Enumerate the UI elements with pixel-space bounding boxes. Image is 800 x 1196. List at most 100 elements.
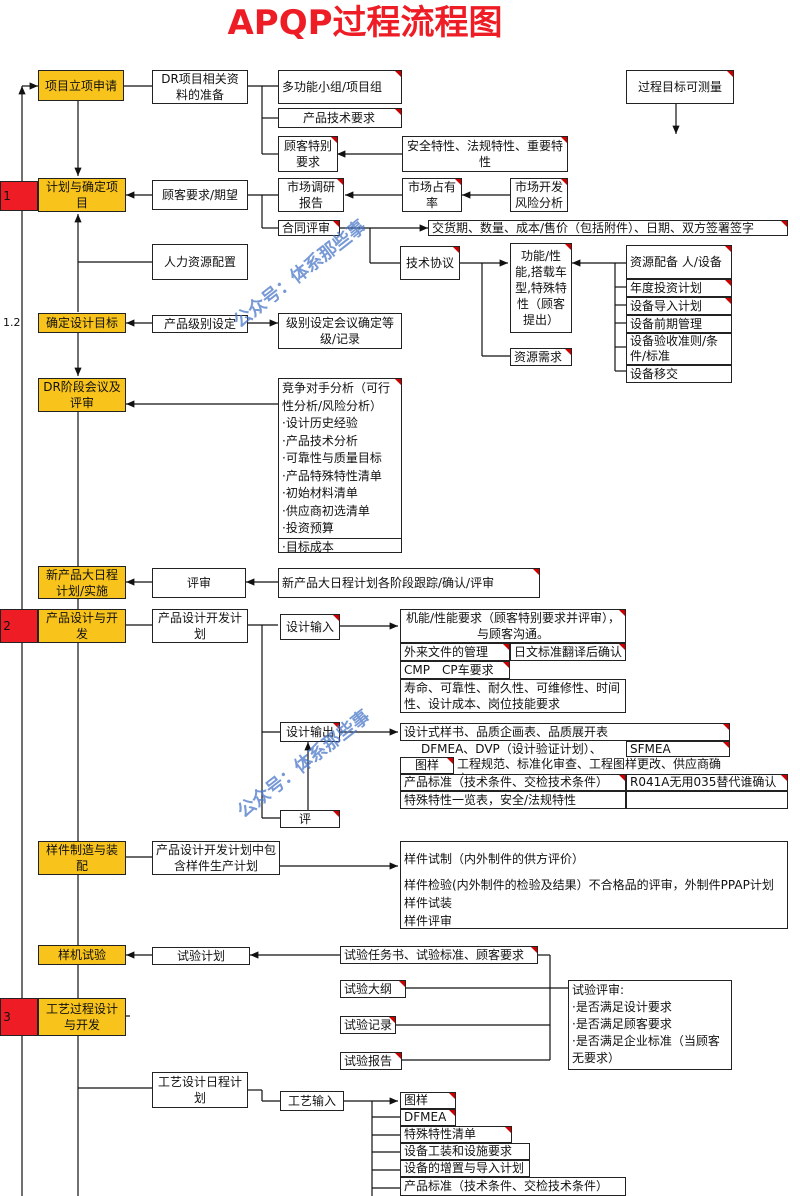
safety-label: 安全特性、法规特性、重要特性 [406,139,563,169]
stage-prototype-test[interactable]: 样机试验 [38,945,126,965]
contract-items-label: 交货期、数量、成本/售价（包括附件）、日期、双方签署签字 [432,221,755,235]
schedule-tracking-box[interactable]: 新产品大日程计划各阶段跟踪/确认/评审 [278,568,540,598]
test-outline-label: 试验大纲 [344,982,393,996]
ext-docs-box[interactable]: 外来文件的管理 [400,643,510,661]
team-label: 多功能小组/项目组 [282,80,383,94]
stage-plan-confirm[interactable]: 计划与确定项目 [38,178,126,212]
design-input-box[interactable]: 设计输入 [280,614,340,640]
equip-item[interactable]: 设备前期管理 [626,315,732,333]
process-item[interactable]: DFMEA [400,1109,456,1126]
customer-special-box[interactable]: 顾客特别要求 [278,136,338,172]
process-item[interactable]: 特殊特性清单 [400,1126,512,1143]
equip-item[interactable]: 设备导入计划 [626,297,732,315]
comment-marker [395,379,401,385]
phase-marker-3: 3 [0,998,38,1036]
equip-item[interactable]: 年度投资计划 [626,279,732,297]
equip-item-label: 设备导入计划 [630,299,703,313]
comment-marker [333,221,339,227]
stage-dr-review[interactable]: DR阶段会议及评审 [38,378,126,412]
contract-items-box[interactable]: 交货期、数量、成本/售价（包括附件）、日期、双方签署签字 [428,220,788,236]
hr-config-box[interactable]: 人力资源配置 [152,244,248,280]
test-review-line: ·是否满足企业标准（当顾客无要求） [572,1034,720,1065]
process-item-label: 产品标准（技术条件、交检技术条件） [404,1179,609,1193]
jp-std-box[interactable]: 日文标准翻译后确认 [510,643,626,661]
process-goal-box[interactable]: 过程目标可测量 [626,70,734,104]
process-item[interactable]: 产品标准（技术条件、交检技术条件） [400,1177,626,1196]
dfmea-box[interactable]: DFMEA、DVP（设计验证计划）、 [418,741,624,759]
stage-process-design[interactable]: 工艺过程设计与开发 [38,998,126,1036]
perf-req-box[interactable]: 机能/性能要求（顾客特别要求并评审），与顾客沟通。 [400,609,626,643]
cmp-box[interactable]: CMP CP车要求 [400,661,510,679]
customer-expect-box[interactable]: 顾客要求/期望 [152,180,248,210]
test-review-box[interactable]: 试验评审: ·是否满足设计要求 ·是否满足顾客要求 ·是否满足企业标准（当顾客无… [568,980,732,1070]
dr-items-box[interactable]: 竞争对手分析（可行性分析/风险分析） ·设计历史经验 ·产品技术分析 ·可靠性与… [278,378,402,553]
sample-plan-box[interactable]: 产品设计开发计划中包含样件生产计划 [152,841,280,875]
test-plan-box[interactable]: 试验计划 [152,947,250,965]
section-label-1-2: 1.2 [3,316,21,329]
r041-label: R041A无用035替代谁确认 [630,775,777,789]
market-share-box[interactable]: 市场占有率 [402,178,462,212]
comment-marker [561,137,567,143]
equip-item[interactable]: 设备验收准则/条件/标准 [626,333,732,365]
test-outline-box[interactable]: 试验大纲 [340,980,406,998]
resource-config-box[interactable]: 资源配备 人/设备 [626,245,732,279]
process-item[interactable]: 设备工装和设施要求 [400,1143,530,1160]
comment-marker [333,615,339,621]
comment-marker [389,1017,395,1023]
drawing-box[interactable]: 图样 [400,757,454,774]
sample-items-box[interactable]: 样件试制（内外制件的供方评价） 样件检验(内外制件的检验及结果）不合格品的评审，… [400,841,788,929]
grade-meeting-box[interactable]: 级别设定会议确定等级/记录 [278,313,402,349]
stage-master-schedule[interactable]: 新产品大日程计划/实施 [38,566,126,599]
equip-item[interactable]: 设备移交 [626,365,732,383]
team-box[interactable]: 多功能小组/项目组 [278,70,402,104]
market-share-label: 市场占有率 [407,180,456,210]
comment-marker [727,71,733,77]
resource-need-box[interactable]: 资源需求 [510,348,572,366]
comment-marker [333,811,339,817]
process-item[interactable]: 设备的增置与导入计划 [400,1160,530,1177]
comment-marker [533,569,539,575]
cmp-label: CMP CP车要求 [404,663,494,677]
process-item-label: 设备的增置与导入计划 [404,1161,525,1175]
phase-number: 3 [3,1010,11,1024]
design-plan-box[interactable]: 产品设计开发计划 [152,609,248,643]
function-box[interactable]: 功能/性能,搭载车型,特殊特性（顾客提出） [510,243,572,333]
comment-marker [399,981,405,987]
process-input-box[interactable]: 工艺输入 [280,1091,344,1111]
eng-std-box[interactable]: 工程规范、标准化审查、工程图样更改、供应商确定 [454,757,730,774]
sample-item: 样件试制（内外制件的供方评价） [404,852,585,866]
process-item[interactable]: 图样 [400,1092,456,1109]
design-samples-box[interactable]: 设计式样书、品质企画表、品质展开表 [400,723,730,741]
sample-item: 样件试装 [404,896,453,910]
grade-set-box[interactable]: 产品级别设定 [152,315,248,333]
market-research-box[interactable]: 市场调研报告 [278,178,344,212]
test-record-box[interactable]: 试验记录 [340,1016,396,1034]
market-dev-box[interactable]: 市场开发风险分析 [510,178,568,212]
tech-agreement-box[interactable]: 技术协议 [400,246,460,280]
life-req-box[interactable]: 寿命、可靠性、耐久性、可维修性、时间性、设计成本、岗位技能要求 [400,679,626,713]
dr-prep-box[interactable]: DR项目相关资料的准备 [152,70,248,104]
resource-config-label: 资源配备 人/设备 [630,255,722,269]
stage-sample-assembly[interactable]: 样件制造与装配 [38,841,126,875]
comment-marker [331,137,337,143]
tech-req-box[interactable]: 产品技术要求 [278,108,402,128]
stage-project-request[interactable]: 项目立项申请 [38,70,124,101]
schedule-review-box[interactable]: 评审 [152,568,246,598]
prod-std-box[interactable]: 产品标准（技术条件、交检技术条件） [400,774,626,791]
contract-review-box[interactable]: 合同评审 [278,220,340,236]
equip-item-label: 年度投资计划 [630,281,703,295]
r041-box[interactable]: R041A无用035替代谁确认 [626,774,788,791]
test-report-box[interactable]: 试验报告 [340,1052,402,1070]
safety-box[interactable]: 安全特性、法规特性、重要特性 [402,136,568,172]
design-review-box[interactable]: 评审 [280,810,340,828]
special-char-box[interactable]: 特殊特性一览表，安全/法规特性 [400,791,626,809]
design-output-box[interactable]: 设计输出 [280,722,340,742]
test-task-box[interactable]: 试验任务书、试验标准、顾客要求 [340,946,538,964]
comment-marker [449,1093,455,1099]
process-schedule-box[interactable]: 工艺设计日程计划 [152,1072,248,1108]
comment-marker [333,723,339,729]
comment-marker [395,1053,401,1059]
stage-design-dev[interactable]: 产品设计与开发 [38,609,126,643]
sfmea-box[interactable]: SFMEA [626,741,730,757]
stage-design-goal[interactable]: 确定设计目标 [38,313,126,333]
